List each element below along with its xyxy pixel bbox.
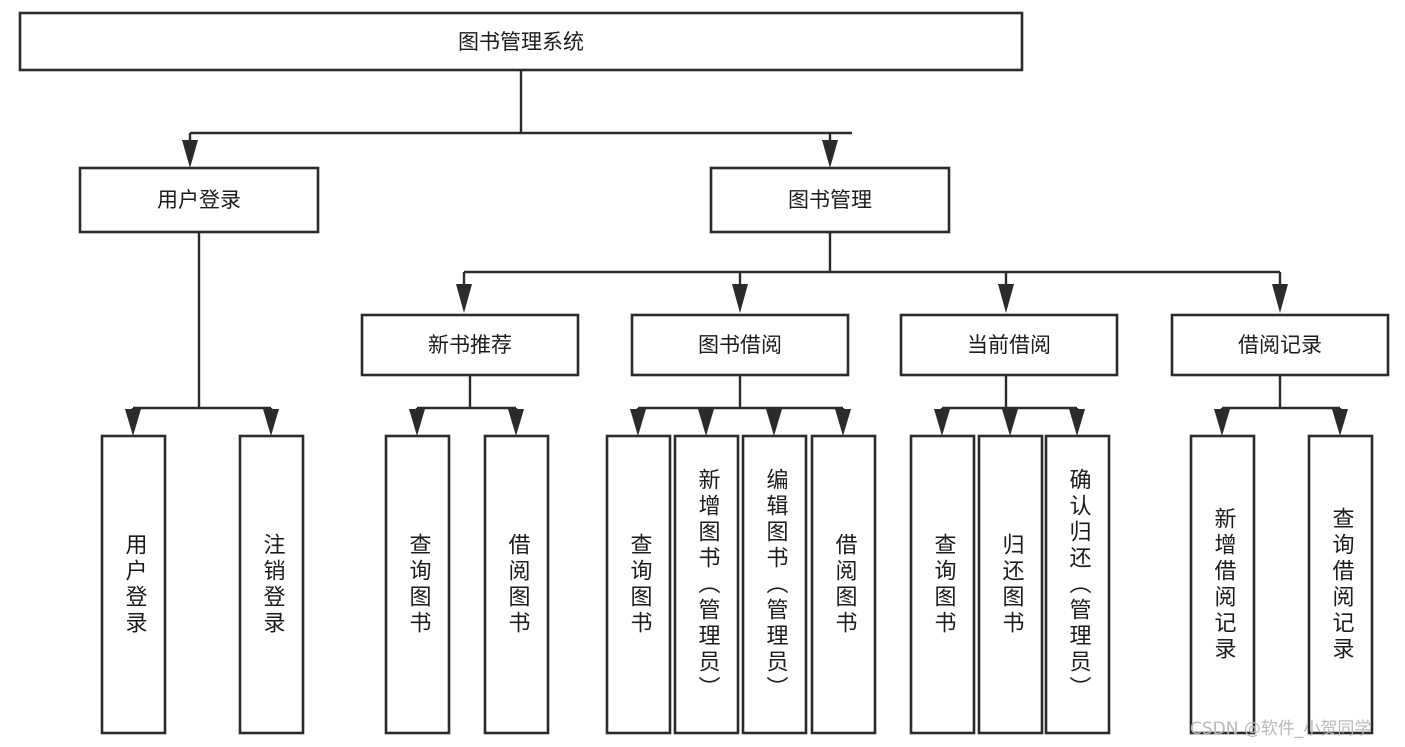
arrowhead-icon <box>934 409 950 436</box>
arrowhead-icon <box>456 284 472 313</box>
leaf-box-query-book-1[interactable] <box>384 434 451 735</box>
leaf-box-user-login[interactable] <box>100 434 167 735</box>
leaf-box-query-book-2[interactable] <box>605 434 672 735</box>
node-borrow-record-box[interactable] <box>1170 313 1390 377</box>
node-root-label: 图书管理系统 <box>458 30 584 54</box>
node-user-login-box[interactable] <box>78 166 320 234</box>
leaf-box-borrow-book-1[interactable] <box>483 434 550 735</box>
node-borrow-record-label: 借阅记录 <box>1238 333 1322 357</box>
arrowhead-icon <box>698 409 714 436</box>
node-root-box[interactable] <box>18 11 1024 72</box>
leaf-box-borrow-book-2[interactable] <box>810 434 877 735</box>
node-new-book-recommend[interactable]: 新书推荐 <box>360 313 580 377</box>
leaf-box-query-book-3[interactable] <box>909 434 976 735</box>
node-root[interactable]: 图书管理系统 <box>18 11 1024 72</box>
node-current-borrow-box[interactable] <box>899 313 1119 377</box>
node-book-borrow[interactable]: 图书借阅 <box>630 313 850 377</box>
arrowhead-icon <box>409 409 425 436</box>
arrowhead-icon <box>182 140 198 168</box>
connector-borrowrecord-to-leaves <box>1214 375 1348 436</box>
node-book-management-box[interactable] <box>709 166 951 234</box>
arrowhead-icon <box>835 409 851 436</box>
leaf-box-query-record[interactable] <box>1307 434 1374 735</box>
node-book-borrow-box[interactable] <box>630 313 850 377</box>
node-new-book-recommend-label: 新书推荐 <box>428 333 512 357</box>
leaf-box-logout[interactable] <box>238 434 305 735</box>
node-current-borrow[interactable]: 当前借阅 <box>899 313 1119 377</box>
arrowhead-icon <box>263 409 279 436</box>
arrowhead-icon <box>1002 409 1018 436</box>
connector-bookmgmt-to-level3 <box>456 232 1288 313</box>
arrowhead-icon <box>1272 284 1288 313</box>
leaf-box-edit-book[interactable] <box>741 434 808 735</box>
connector-newbook-to-leaves <box>409 375 524 436</box>
arrowhead-icon <box>998 284 1014 313</box>
connector-userlogin-to-leaves <box>125 232 279 436</box>
arrowhead-icon <box>508 409 524 436</box>
connector-root-to-level2 <box>182 70 852 168</box>
connector-currentborrow-to-leaves <box>934 375 1085 436</box>
arrowhead-icon <box>1069 409 1085 436</box>
node-book-management[interactable]: 图书管理 <box>709 166 951 234</box>
arrowhead-icon <box>766 409 782 436</box>
node-user-login[interactable]: 用户登录 <box>78 166 320 234</box>
node-book-borrow-label: 图书借阅 <box>698 333 782 357</box>
node-current-borrow-label: 当前借阅 <box>967 333 1051 357</box>
arrowhead-icon <box>125 409 141 436</box>
arrowhead-icon <box>1214 409 1230 436</box>
arrowhead-icon <box>732 284 748 313</box>
node-new-book-recommend-box[interactable] <box>360 313 580 377</box>
arrowhead-icon <box>1332 409 1348 436</box>
arrowhead-icon <box>822 140 838 168</box>
leaf-box-return-book[interactable] <box>977 434 1044 735</box>
leaf-box-add-record[interactable] <box>1189 434 1256 735</box>
node-book-management-label: 图书管理 <box>788 188 872 212</box>
node-user-login-label: 用户登录 <box>157 188 241 212</box>
node-borrow-record[interactable]: 借阅记录 <box>1170 313 1390 377</box>
arrowhead-icon <box>630 409 646 436</box>
leaf-box-confirm-return[interactable] <box>1044 434 1111 735</box>
leaf-box-add-book[interactable] <box>673 434 740 735</box>
connector-bookborrow-to-leaves <box>630 375 851 436</box>
